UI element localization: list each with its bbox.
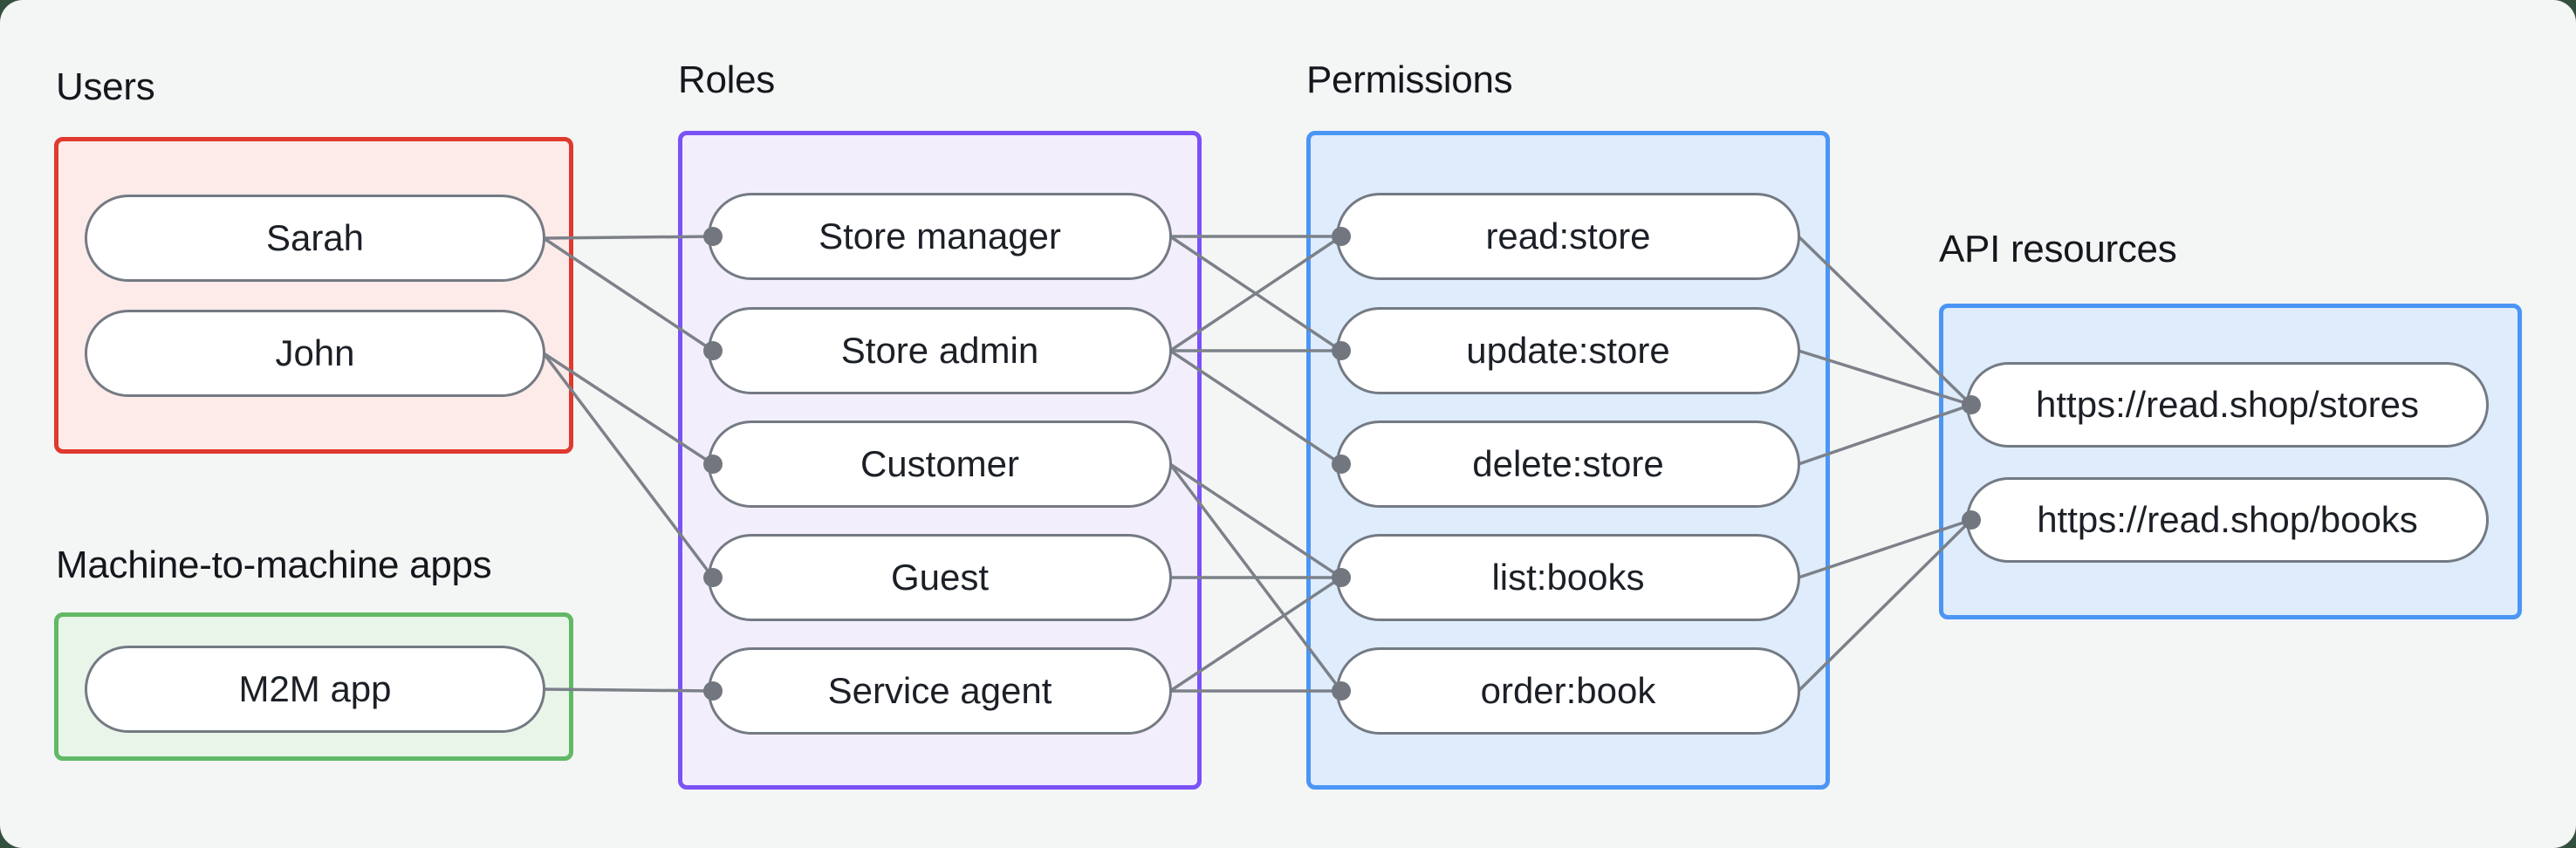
connection-dot-update-store [1332,341,1351,360]
permissions-section-label: Permissions [1306,58,1513,101]
edge-m2m-app-to-service-agent [542,687,715,693]
connection-dot-read-store [1332,227,1351,246]
connection-dot-guest [703,568,723,587]
node-pill-store-manager: Store manager [708,193,1172,280]
connection-dot-order-book [1332,681,1351,701]
node-pill-guest: Guest [708,534,1172,621]
m2m-apps-section-label: Machine-to-machine apps [56,544,492,586]
node-pill-service-agent: Service agent [708,647,1172,735]
node-pill-list-books: list:books [1336,534,1800,621]
node-pill-books-api: https://read.shop/books [1966,477,2489,563]
edge-order-book-to-books-api [1797,518,1973,693]
node-pill-john: John [85,310,545,397]
connection-dot-delete-store [1332,455,1351,474]
node-pill-m2m-app: M2M app [85,646,545,733]
node-pill-sarah: Sarah [85,195,545,282]
edge-list-books-to-books-api [1797,518,1973,579]
edge-delete-store-to-stores-api [1797,403,1973,466]
users-group-box [54,137,573,454]
connection-dot-store-admin [703,341,723,360]
connection-dot-customer [703,455,723,474]
users-section-label: Users [56,65,155,108]
connection-dot-list-books [1332,568,1351,587]
api-resources-section-label: API resources [1939,228,2177,270]
connection-dot-service-agent [703,681,723,701]
node-pill-update-store: update:store [1336,307,1800,394]
edge-sarah-to-store-manager [542,235,715,240]
edge-john-to-customer [542,352,715,466]
edge-store-admin-to-delete-store [1168,349,1343,466]
edge-service-agent-to-list-books [1168,576,1343,693]
edge-sarah-to-store-admin [542,236,715,352]
connection-dot-stores-api [1962,395,1981,414]
edge-store-admin-to-read-store [1168,235,1343,352]
connection-dot-books-api [1962,510,1981,530]
roles-section-label: Roles [678,58,775,101]
api-resources-group-box [1939,304,2522,619]
node-pill-customer: Customer [708,421,1172,508]
edge-read-store-to-stores-api [1797,235,1973,407]
node-pill-stores-api: https://read.shop/stores [1966,362,2489,448]
connection-dot-store-manager [703,227,723,246]
node-pill-delete-store: delete:store [1336,421,1800,508]
edge-customer-to-list-books [1168,462,1343,579]
node-pill-order-book: order:book [1336,647,1800,735]
node-pill-store-admin: Store admin [708,307,1172,394]
edge-john-to-guest [542,352,715,579]
edge-update-store-to-stores-api [1797,349,1973,407]
